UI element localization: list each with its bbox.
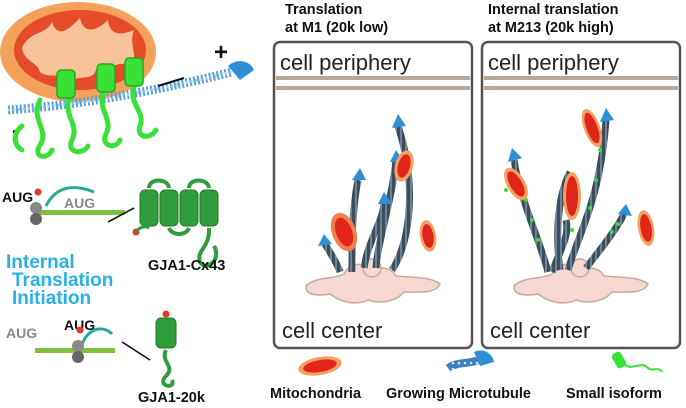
ribosome-icon bbox=[30, 202, 42, 214]
mt-tip bbox=[508, 148, 522, 162]
panel2-title-line2: at M213 (20k high) bbox=[488, 20, 614, 36]
mitochondrion bbox=[330, 212, 358, 252]
mrna-cx43: AUG AUG bbox=[2, 186, 125, 225]
microtubule-left bbox=[7, 61, 254, 115]
mt-tip bbox=[352, 168, 366, 180]
mt-tip bbox=[318, 234, 332, 246]
legend-mito-label: Mitochondria bbox=[270, 386, 362, 402]
membrane-line bbox=[484, 76, 678, 80]
legend-microtubule-label: Growing Microtubule bbox=[386, 386, 531, 402]
cell-panel-1: cell periphery cell center bbox=[272, 40, 474, 350]
panel2-title-line1: Internal translation bbox=[488, 2, 619, 18]
ribosome-icon bbox=[72, 340, 84, 352]
mt-tip bbox=[378, 192, 392, 204]
cell-periphery-label: cell periphery bbox=[280, 50, 411, 75]
membrane-line bbox=[484, 86, 678, 90]
cx43-protein-icon bbox=[132, 178, 219, 268]
gja1-20k-icon bbox=[155, 310, 177, 388]
legend-isoform-label: Small isoform bbox=[566, 386, 662, 402]
cell-center-label: cell center bbox=[490, 318, 590, 343]
mt-tip bbox=[618, 204, 632, 216]
isoform-cylinders bbox=[56, 57, 144, 99]
legend-microtubule-icon bbox=[445, 350, 494, 372]
legend-isoform-icon bbox=[611, 351, 663, 373]
plus-sign: + bbox=[214, 39, 228, 66]
membrane-line bbox=[276, 86, 470, 90]
aug-start-bottom: AUG bbox=[6, 325, 37, 341]
internal-label-2: Translation bbox=[12, 270, 113, 291]
aug-start-top: AUG bbox=[2, 189, 33, 205]
panel1-title-line1: Translation bbox=[285, 2, 362, 18]
mt-tip bbox=[600, 108, 614, 122]
cell-center-label: cell center bbox=[282, 318, 382, 343]
connector-line bbox=[157, 77, 185, 87]
cx43-label: GJA1-Cx43 bbox=[148, 258, 225, 274]
aug-internal-top: AUG bbox=[64, 195, 95, 211]
legend-mito-icon bbox=[298, 356, 342, 376]
mitochondrion bbox=[419, 220, 437, 252]
membrane-line bbox=[276, 76, 470, 80]
mrna-20k: AUG AUG bbox=[6, 317, 115, 363]
mt-tip bbox=[392, 114, 406, 128]
cell-panel-2: cell periphery cell center bbox=[480, 40, 682, 350]
mitochondrion bbox=[504, 167, 528, 201]
mitochondrion bbox=[563, 172, 581, 220]
gja1-20k-label: GJA1-20k bbox=[138, 390, 206, 406]
panel1-title-line2: at M1 (20k low) bbox=[285, 20, 388, 36]
internal-label-3: Initiation bbox=[12, 288, 91, 309]
mitochondrion bbox=[637, 210, 655, 246]
internal-label-1: Internal bbox=[6, 252, 75, 273]
cell-periphery-label: cell periphery bbox=[488, 50, 619, 75]
tip-icon bbox=[228, 61, 254, 80]
mitochondrion bbox=[581, 109, 603, 147]
aug-internal-bottom: AUG bbox=[64, 317, 95, 333]
legend: Mitochondria Growing Microtubule Small i… bbox=[270, 350, 663, 402]
small-isoform-cluster bbox=[12, 83, 159, 159]
mitochondrion bbox=[394, 150, 414, 182]
